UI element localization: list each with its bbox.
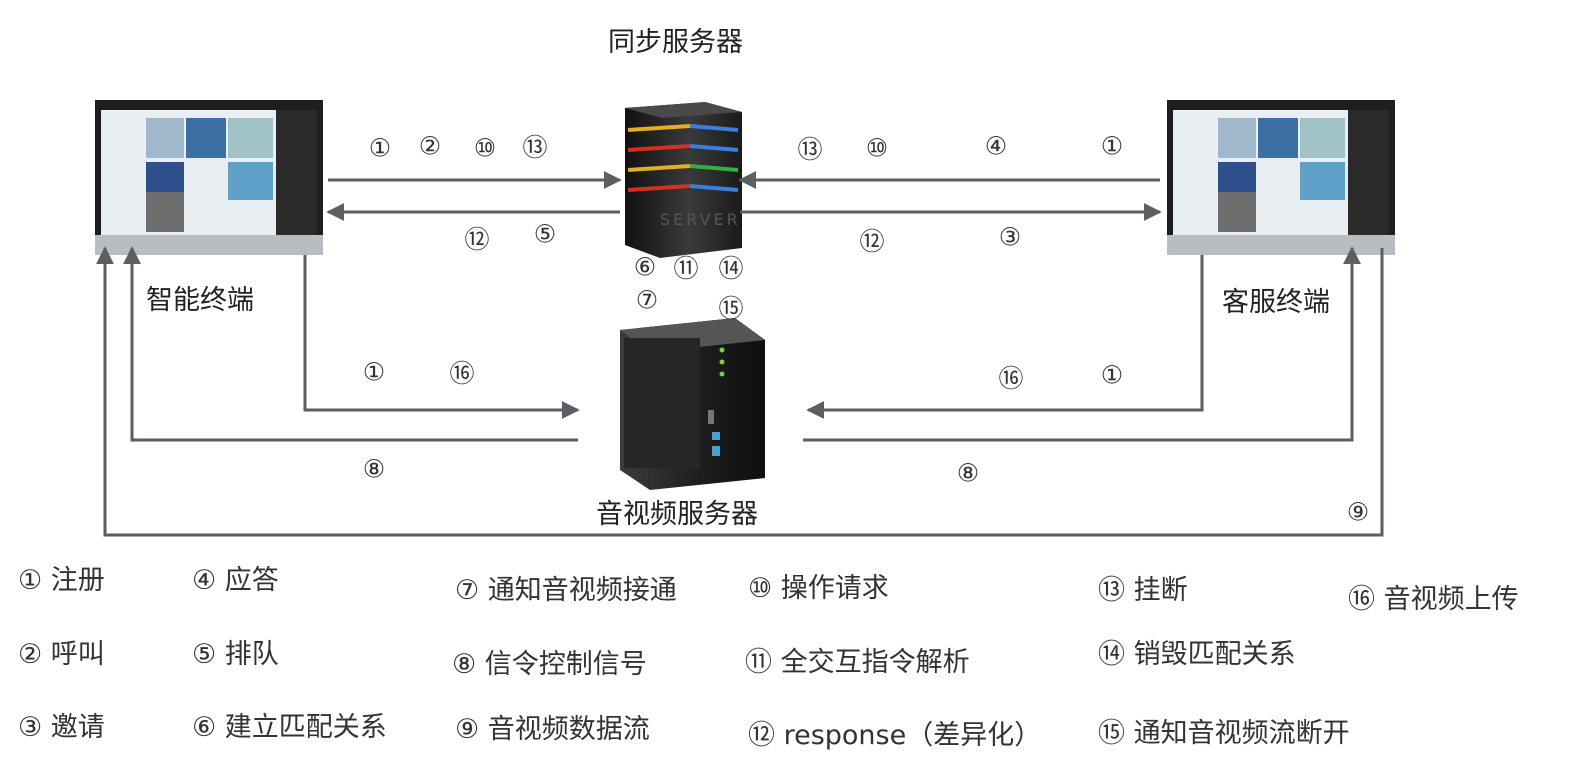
- arrows: [96, 171, 1384, 537]
- smart-terminal-monitor: [95, 100, 323, 255]
- arrow-av-to-right: [803, 246, 1361, 442]
- legend-item: ① 注册: [18, 565, 105, 596]
- marker: ⑮: [718, 294, 744, 323]
- svg-text:SERVER: SERVER: [660, 210, 741, 229]
- av-server-icon: [620, 318, 765, 490]
- marker: ⑩: [865, 133, 889, 163]
- marker: ②: [418, 131, 442, 161]
- marker: ⑧: [362, 454, 386, 484]
- arrow-left-to-av: [303, 255, 580, 419]
- legend-item: ⑧ 信令控制信号: [452, 649, 647, 680]
- marker: ①: [368, 133, 392, 163]
- legend-item: ③ 邀请: [18, 712, 105, 743]
- marker: ③: [998, 222, 1022, 252]
- legend-item: ⑮ 通知音视频流断开: [1098, 718, 1350, 749]
- marker: ⑩: [473, 133, 497, 163]
- marker: ⑧: [956, 458, 980, 488]
- marker: ⑫: [464, 225, 490, 254]
- legend-item: ⑬ 挂断: [1098, 575, 1188, 606]
- marker: ⑬: [797, 135, 823, 164]
- marker: ①: [1100, 360, 1124, 390]
- legend-item: ⑭ 销毁匹配关系: [1098, 639, 1296, 670]
- legend-item: ⑫ response（差异化）: [748, 720, 1042, 751]
- marker: ①: [362, 357, 386, 387]
- smart-terminal-title: 智能终端: [146, 285, 254, 316]
- legend-item: ⑪ 全交互指令解析: [745, 647, 970, 678]
- legend-item: ④ 应答: [192, 565, 279, 596]
- legend-item: ⑨ 音视频数据流: [455, 714, 650, 745]
- service-terminal-title: 客服终端: [1222, 287, 1330, 318]
- legend-item: ⑦ 通知音视频接通: [455, 575, 677, 606]
- marker: ⑭: [718, 254, 744, 283]
- sync-server-icon: SERVER: [625, 102, 742, 258]
- legend-item: ⑯ 音视频上传: [1348, 584, 1519, 615]
- legend-item: ⑥ 建立匹配关系: [192, 712, 387, 743]
- marker: ④: [984, 131, 1008, 161]
- arrow-right-to-av: [806, 255, 1204, 419]
- marker: ⑤: [533, 219, 557, 249]
- av-server-title: 音视频服务器: [596, 499, 758, 530]
- marker: ①: [1100, 131, 1124, 161]
- marker: ⑬: [522, 133, 548, 162]
- legend-item: ② 呼叫: [18, 639, 105, 670]
- marker: ⑦: [635, 285, 659, 315]
- marker: ⑨: [1346, 497, 1370, 527]
- sync-server-title: 同步服务器: [608, 27, 743, 58]
- marker: ⑯: [998, 364, 1024, 393]
- marker: ⑪: [673, 254, 699, 283]
- service-terminal-monitor: [1167, 100, 1395, 255]
- marker: ⑥: [633, 252, 657, 282]
- legend-item: ⑤ 排队: [192, 639, 279, 670]
- legend-item: ⑩ 操作请求: [748, 573, 889, 604]
- arrow-av-to-left: [123, 246, 578, 442]
- arrow-outer-loop: [96, 246, 1384, 537]
- marker: ⑯: [449, 359, 475, 388]
- marker: ⑫: [859, 227, 885, 256]
